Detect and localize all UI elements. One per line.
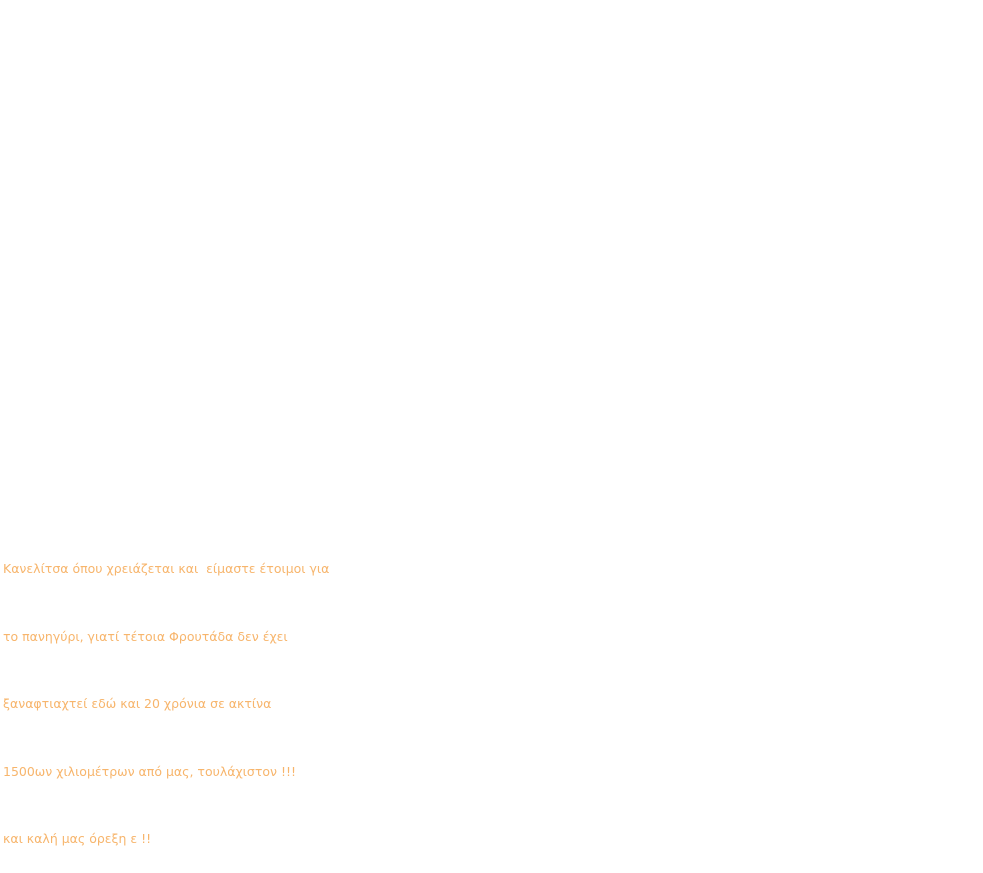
post-text: Κανελίτσα όπου χρειάζεται και είμαστε έτ… [3, 513, 333, 873]
post-line: και καλή μας όρεξη ε !! [3, 831, 152, 846]
post-line: το πανηγύρι, γιατί τέτοια Φρουτάδα δεν έ… [3, 628, 288, 644]
post-line: ξαναφτιαχτεί εδώ και 20 χρόνια σε ακτίνα [3, 696, 272, 711]
post-line: 1500ων χιλιομέτρων από μας, τουλάχιστον … [3, 763, 296, 779]
post-line: Κανελίτσα όπου χρειάζεται και είμαστε έτ… [3, 561, 330, 576]
